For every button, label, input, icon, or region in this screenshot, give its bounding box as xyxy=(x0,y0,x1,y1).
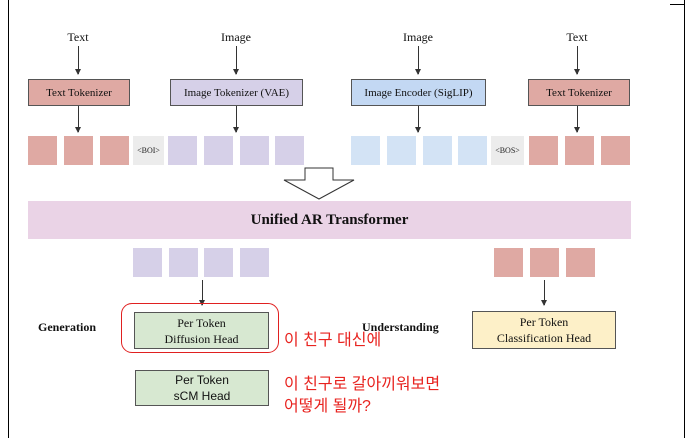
diffusion-head-line1: Per Token xyxy=(177,315,226,330)
arrow-to-diffusion-head xyxy=(199,280,205,306)
scm-head-line2: sCM Head xyxy=(173,389,231,403)
arrow-text-right-input xyxy=(574,46,580,75)
siglip-token xyxy=(458,136,487,165)
input-text-left: Text xyxy=(67,30,89,44)
arrow-image-siglip-input xyxy=(415,46,421,75)
text-token xyxy=(601,136,630,165)
arrow-to-classification-head xyxy=(541,280,547,306)
merge-arrow-icon xyxy=(283,167,355,200)
arrow-image-vae-tokens xyxy=(233,106,239,133)
text-token xyxy=(565,136,594,165)
generated-image-token xyxy=(133,248,162,277)
boi-token: <BOI> xyxy=(133,136,164,165)
generated-text-token xyxy=(494,248,523,277)
understanding-label: Understanding xyxy=(362,320,439,334)
frame-right-border xyxy=(684,0,685,438)
siglip-token xyxy=(423,136,452,165)
text-tokenizer-right: Text Tokenizer xyxy=(528,79,630,106)
image-encoder-siglip: Image Encoder (SigLIP) xyxy=(351,79,486,106)
image-vae-token xyxy=(275,136,304,165)
text-token xyxy=(100,136,129,165)
image-tokenizer-vae: Image Tokenizer (VAE) xyxy=(170,79,303,106)
scm-head: Per Token sCM Head xyxy=(135,370,269,406)
generated-text-token xyxy=(530,248,559,277)
frame-corner-mark xyxy=(670,4,684,5)
text-token xyxy=(529,136,558,165)
arrow-text-left-tokens xyxy=(75,106,81,133)
unified-ar-transformer: Unified AR Transformer xyxy=(28,201,631,239)
classification-head: Per Token Classification Head xyxy=(472,311,616,349)
annotation-instead: 이 친구 대신에 xyxy=(284,332,382,349)
image-vae-token xyxy=(168,136,197,165)
text-token xyxy=(64,136,93,165)
input-text-right: Text xyxy=(566,30,588,44)
image-vae-token xyxy=(204,136,233,165)
classification-head-line2: Classification Head xyxy=(496,331,592,345)
image-vae-token xyxy=(240,136,269,165)
siglip-token xyxy=(351,136,380,165)
diffusion-head-line2: Diffusion Head xyxy=(164,331,239,346)
generated-image-token xyxy=(204,248,233,277)
classification-head-line1: Per Token xyxy=(519,315,569,329)
generation-label: Generation xyxy=(38,320,96,334)
arrow-image-vae-input xyxy=(233,46,239,75)
annotation-replace-line1: 이 친구로 갈아끼워보면 xyxy=(284,376,441,393)
generated-image-token xyxy=(169,248,198,277)
scm-head-line1: Per Token xyxy=(175,373,229,387)
input-image-vae: Image xyxy=(221,30,251,44)
highlight-ring xyxy=(121,303,279,353)
bos-token: <BOS> xyxy=(491,136,524,165)
arrow-image-siglip-tokens xyxy=(415,106,421,133)
siglip-token xyxy=(387,136,416,165)
frame-left-border xyxy=(8,0,9,438)
text-tokenizer-left: Text Tokenizer xyxy=(28,79,130,106)
diffusion-head: Per Token Diffusion Head xyxy=(134,312,269,349)
generated-image-token xyxy=(240,248,269,277)
text-token xyxy=(28,136,57,165)
arrow-text-right-tokens xyxy=(574,106,580,133)
arrow-text-left-input xyxy=(75,46,81,75)
generated-text-token xyxy=(566,248,595,277)
input-image-siglip: Image xyxy=(403,30,433,44)
annotation-replace-line2: 어떻게 될까? xyxy=(284,398,371,415)
